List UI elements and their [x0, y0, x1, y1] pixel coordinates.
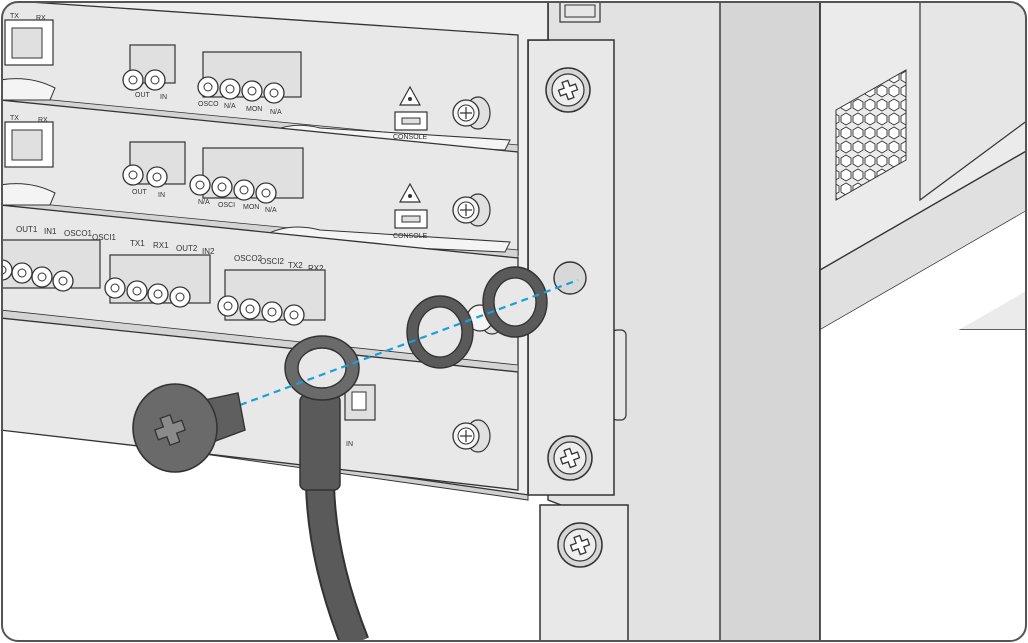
- lc-connector-quad: [104, 254, 211, 308]
- laser-warning-icon: [398, 85, 422, 106]
- console-label: CONSOLE: [393, 233, 428, 240]
- rx-label: RX: [36, 15, 46, 22]
- ring-terminal-icon: [284, 335, 360, 401]
- lc-connector-quad: [189, 147, 304, 204]
- vent-grille: [835, 69, 907, 201]
- port-label: N/A: [198, 199, 210, 206]
- port-label: N/A: [270, 109, 282, 116]
- lc-connector-quad: [197, 51, 302, 104]
- port-label: IN1: [44, 227, 57, 236]
- lc-connector-pair: [122, 44, 176, 91]
- washer-icon: [406, 295, 474, 369]
- thumbscrew-icon: [452, 419, 491, 453]
- port-label: MON: [243, 204, 259, 211]
- port-label: N/A: [265, 207, 277, 214]
- screw-icon: [545, 67, 591, 113]
- port-label: TX1: [130, 239, 145, 248]
- console-label: CONSOLE: [393, 134, 428, 141]
- thumbscrew-icon: [452, 96, 491, 130]
- port-label: IN: [346, 441, 353, 448]
- tx-label: TX: [10, 13, 19, 20]
- lc-connector-pair: [122, 141, 186, 188]
- port-label: OSCI2: [260, 257, 285, 266]
- screw-icon: [132, 383, 246, 473]
- port-label: N/A: [224, 103, 236, 110]
- thumbscrew-icon: [452, 193, 491, 227]
- laser-warning-icon: [398, 182, 422, 203]
- tx-label: TX: [10, 115, 19, 122]
- washer-icon: [482, 266, 548, 338]
- ground-cable: [299, 384, 369, 641]
- lc-connector-quad: [2, 239, 101, 292]
- port-label: OSCI1: [92, 233, 117, 242]
- port-label: IN: [160, 94, 167, 101]
- port-label: OUT2: [176, 244, 198, 253]
- port-label: RX1: [153, 241, 169, 250]
- port-label: IN: [158, 192, 165, 199]
- port-label: OUT: [132, 189, 148, 196]
- port-label: OUT: [135, 92, 151, 99]
- usb-console-icon: [394, 111, 428, 131]
- port-label: OSCI: [218, 202, 235, 209]
- rack-frame: [527, 2, 1026, 641]
- screw-icon: [557, 522, 603, 568]
- port-label: RX2: [308, 264, 324, 273]
- port-label: IN2: [202, 247, 215, 256]
- screw-icon: [547, 435, 593, 481]
- port-label: OSCO2: [234, 254, 263, 263]
- port-label: MON: [246, 106, 262, 113]
- lc-connector-quad: [217, 269, 326, 326]
- port-label: OSCO1: [64, 229, 93, 238]
- grounding-hole: [553, 261, 587, 295]
- rx-label: RX: [38, 117, 48, 124]
- alignment-guide-line: [239, 278, 579, 407]
- port-label: OUT1: [16, 225, 38, 234]
- usb-console-icon: [394, 209, 428, 229]
- port-label: TX2: [288, 261, 303, 270]
- port-label: OSCO: [198, 101, 219, 108]
